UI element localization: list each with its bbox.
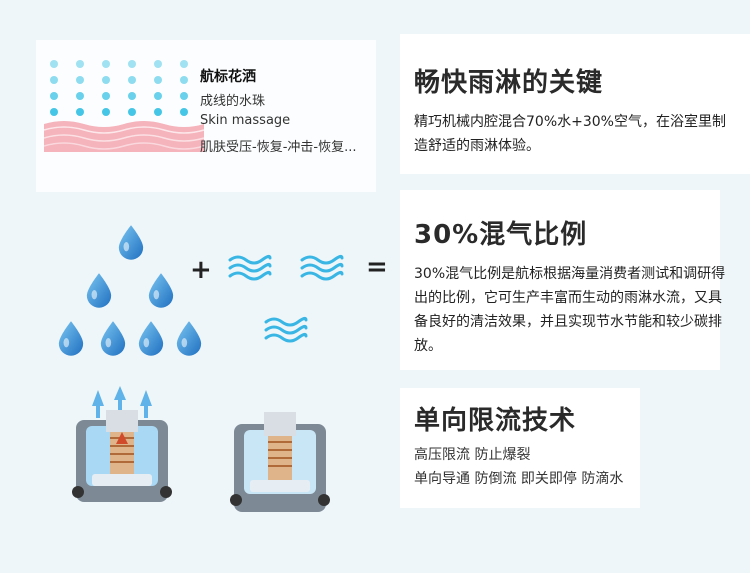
section3-line2: 单向导通 防倒流 即关即停 防滴水 (414, 471, 624, 487)
air-waves-group (228, 254, 344, 343)
water-drop-icon (118, 225, 144, 260)
spray-massage-label: Skin massage (200, 113, 291, 128)
section2-body: 30%混气比例是航标根据海量消费者测试和调研得出的比例，它可生产丰富而生动的雨淋… (414, 266, 726, 354)
section2-title: 30%混气比例 (414, 220, 588, 250)
water-drop-icon (138, 321, 164, 356)
water-drop-icon (58, 321, 84, 356)
water-drop-icon (176, 321, 202, 356)
section3-title: 单向限流技术 (414, 406, 577, 436)
section-panel-1 (400, 34, 750, 174)
water-drop-icon (148, 273, 174, 308)
air-wave-icon (228, 254, 272, 281)
spray-subtitle: 成线的水珠 (200, 94, 266, 109)
section-panel-2 (400, 190, 720, 370)
spray-cycle-label: 肌肤受压-恢复-冲击-恢复... (200, 140, 357, 155)
spray-dots-illustration (43, 60, 205, 152)
water-drop-icon (86, 273, 112, 308)
plus-sign: + (190, 255, 212, 285)
section-panel-3 (400, 388, 640, 508)
section3-line1: 高压限流 防止爆裂 (414, 447, 531, 463)
water-drop-icon (100, 321, 126, 356)
valve-open-icon (72, 386, 172, 502)
equals-sign: = (366, 252, 388, 282)
air-wave-icon (264, 316, 308, 343)
valve-closed-icon (230, 412, 330, 512)
water-drops-group (58, 225, 202, 356)
spray-illustration-panel (36, 40, 376, 192)
section1-body: 精巧机械内腔混合70%水+30%空气，在浴室里制造舒适的雨淋体验。 (414, 114, 726, 154)
air-wave-icon (300, 254, 344, 281)
spray-title: 航标花洒 (200, 69, 256, 85)
section1-title: 畅快雨淋的关键 (414, 68, 604, 98)
